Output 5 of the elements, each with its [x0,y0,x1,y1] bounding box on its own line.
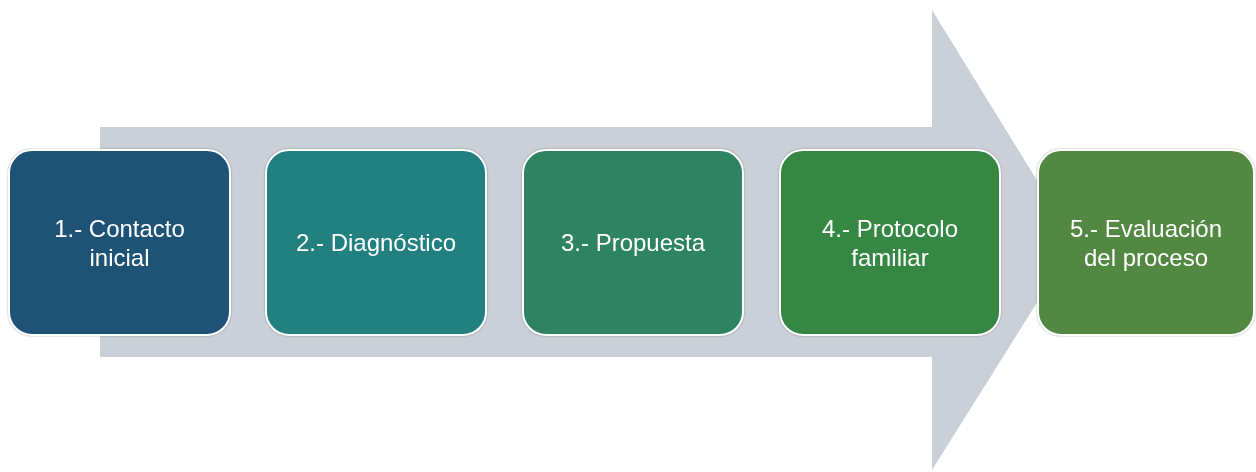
process-step-box: 4.- Protocolo familiar [779,149,1001,336]
process-step-box: 3.- Propuesta [522,149,744,336]
process-step-box: 1.- Contacto inicial [8,149,231,336]
process-step-box: 5.- Evaluación del proceso [1037,149,1255,336]
process-step-box: 2.- Diagnóstico [265,149,487,336]
